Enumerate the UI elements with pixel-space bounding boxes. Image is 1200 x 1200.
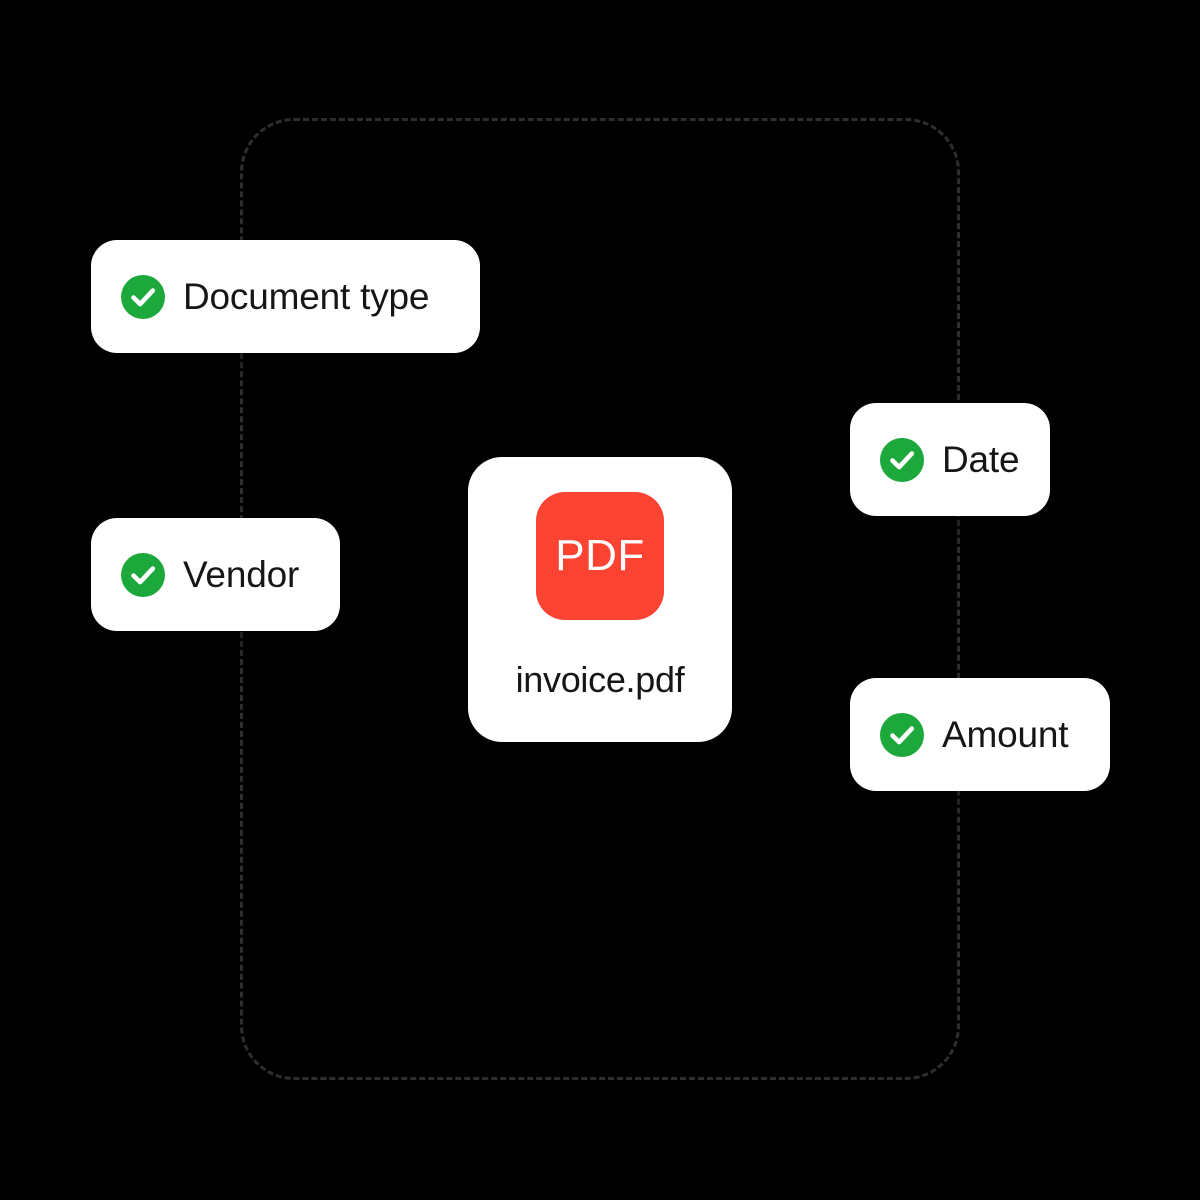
field-badge-label: Amount [942, 714, 1069, 755]
uploaded-file-name: invoice.pdf [515, 659, 685, 700]
field-badge-label: Date [942, 439, 1020, 480]
field-badge-vendor[interactable]: Vendor [91, 518, 340, 631]
field-badge-date[interactable]: Date [850, 403, 1050, 516]
check-circle-icon [121, 274, 165, 319]
check-circle-icon [121, 552, 165, 597]
pdf-file-icon: PDF [536, 492, 664, 620]
check-circle-icon [880, 437, 924, 482]
pdf-file-icon-label: PDF [555, 531, 645, 580]
uploaded-file-card[interactable]: PDF invoice.pdf [468, 457, 732, 742]
field-badge-label: Document type [183, 276, 430, 317]
field-badge-document-type[interactable]: Document type [91, 240, 480, 353]
field-badge-label: Vendor [183, 554, 300, 595]
field-badge-amount[interactable]: Amount [850, 678, 1110, 791]
check-circle-icon [880, 712, 924, 757]
